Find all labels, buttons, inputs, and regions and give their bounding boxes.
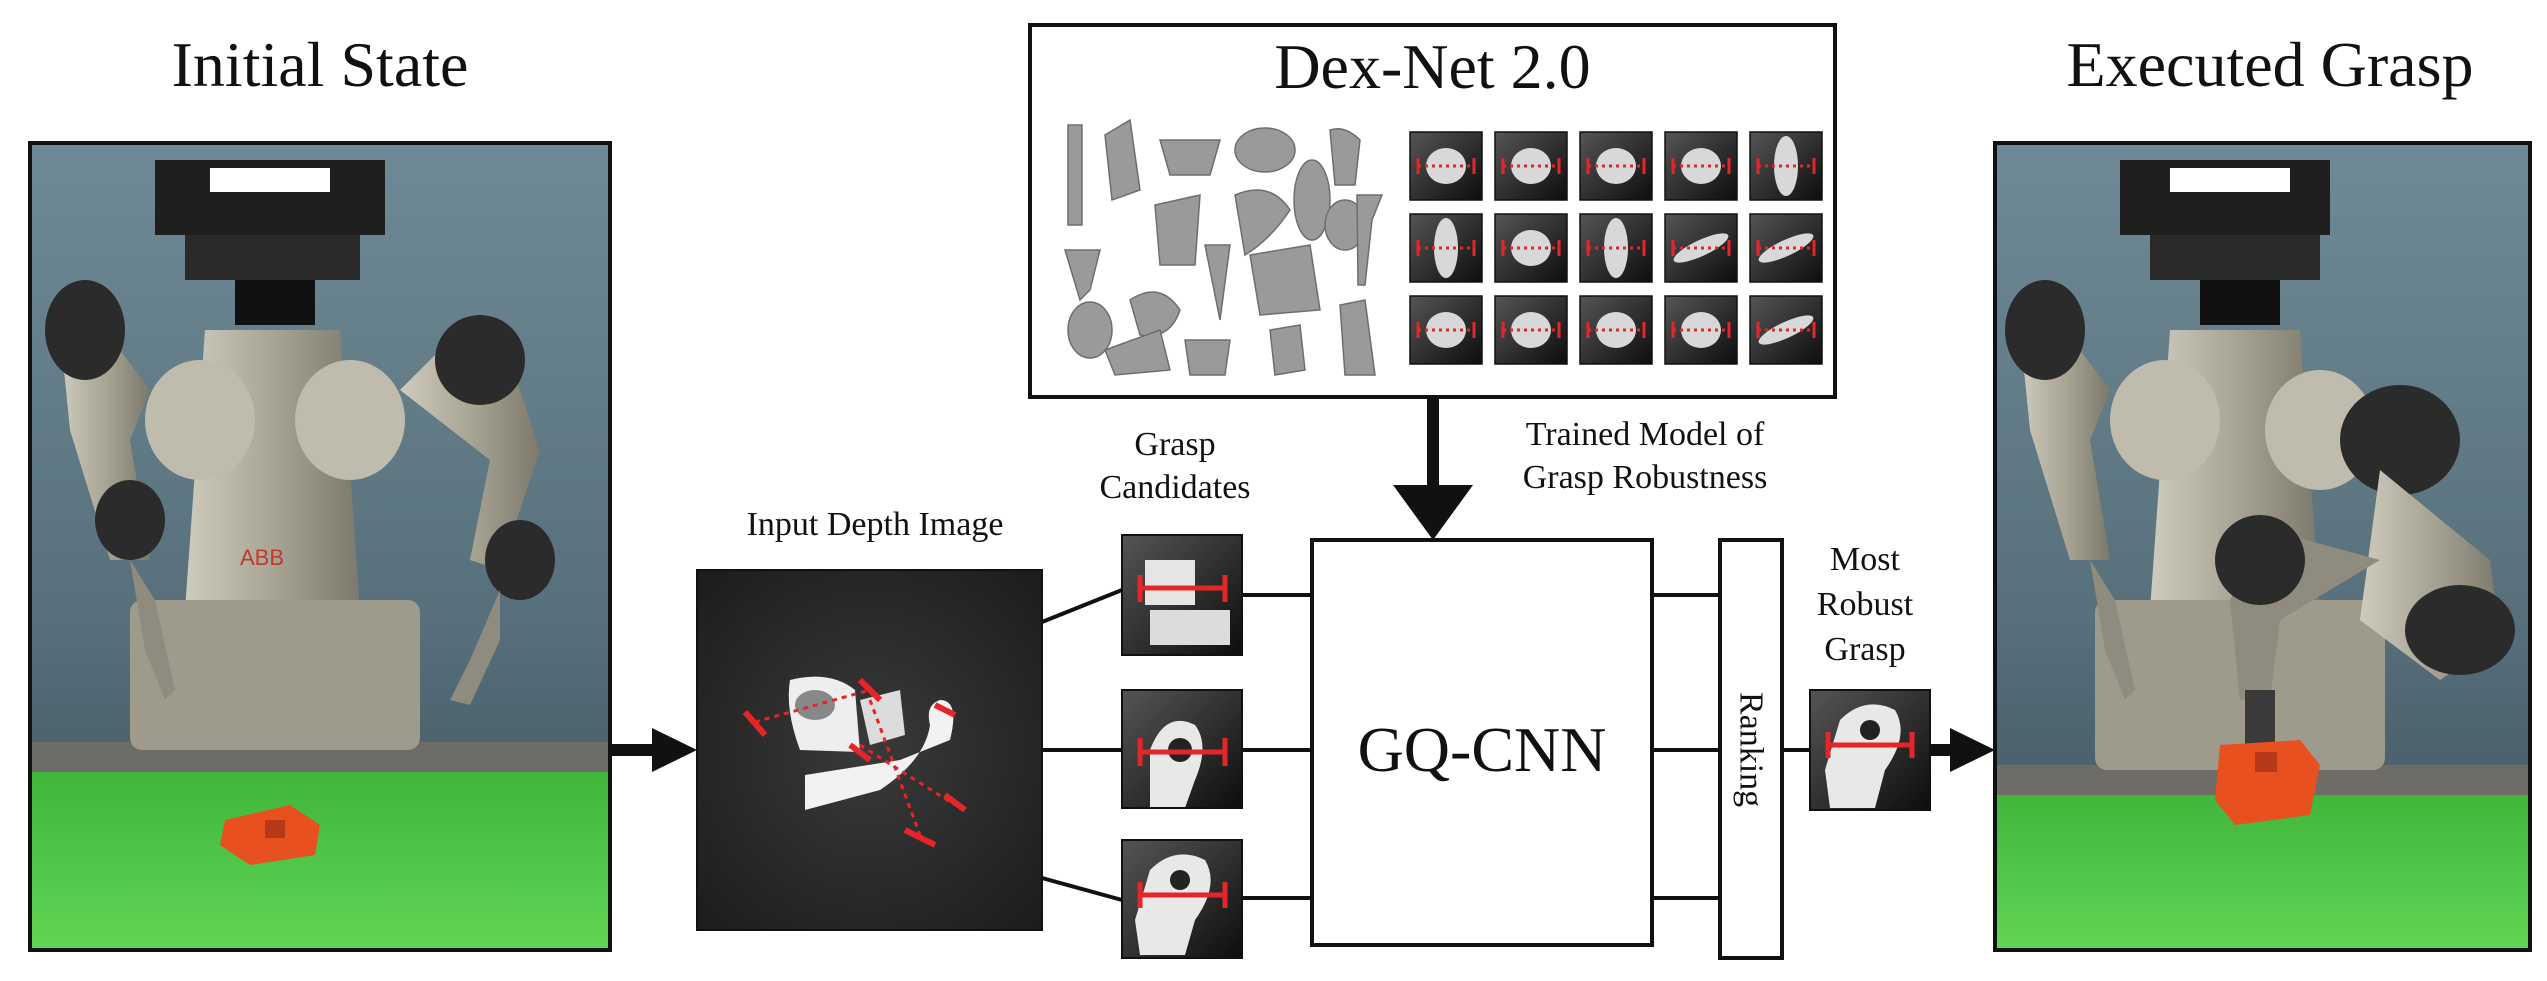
grasp-candidates-line2: Candidates	[1099, 469, 1251, 506]
depth-patch	[1494, 131, 1568, 201]
initial-state-title: Initial State	[171, 29, 469, 100]
depth-patch	[1409, 213, 1483, 283]
depth-patch	[1749, 295, 1823, 365]
depth-patch	[1409, 131, 1483, 201]
depth-patch	[1749, 131, 1823, 201]
depth-patch-grid	[1409, 131, 1823, 365]
depth-patch	[1749, 213, 1823, 283]
gqcnn-label: GQ-CNN	[1357, 714, 1607, 785]
input-depth-image-label: Input Depth Image	[746, 506, 1004, 543]
executed-grasp-title: Executed Grasp	[2066, 29, 2474, 100]
most-robust-line1: Most	[1830, 541, 1900, 578]
depth-patch	[1409, 295, 1483, 365]
depth-patch	[1664, 131, 1738, 201]
most-robust-line2: Robust	[1816, 586, 1914, 623]
depth-patch	[1494, 213, 1568, 283]
depth-patch	[1579, 295, 1653, 365]
object-models	[1063, 118, 1384, 376]
depth-patch	[1579, 213, 1653, 283]
candidate-2	[1121, 689, 1243, 809]
most-robust-line3: Grasp	[1824, 631, 1906, 668]
grasp-candidates-line1: Grasp	[1134, 426, 1216, 463]
depth-patch	[1664, 213, 1738, 283]
candidate-1	[1121, 534, 1243, 656]
abb-logo: ABB	[240, 545, 284, 570]
trained-model-line1: Trained Model of	[1525, 416, 1765, 453]
depth-patch	[1664, 295, 1738, 365]
depth-patch	[1494, 295, 1568, 365]
trained-model-line2: Grasp Robustness	[1522, 459, 1768, 496]
depth-patch	[1579, 131, 1653, 201]
dexnet-title: Dex-Net 2.0	[1274, 31, 1591, 102]
candidate-3	[1121, 839, 1243, 959]
